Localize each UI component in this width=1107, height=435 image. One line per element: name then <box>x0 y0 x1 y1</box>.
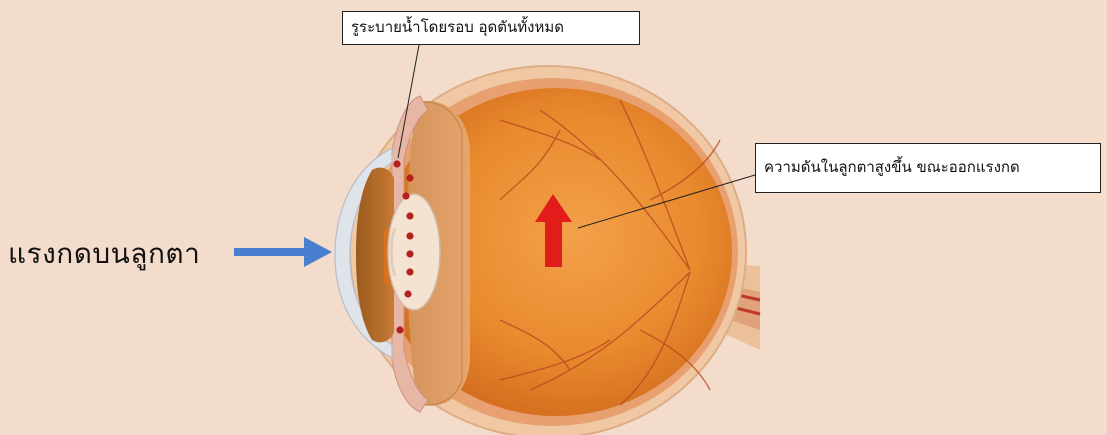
drainage-dot <box>406 232 413 239</box>
pressure-callout: ความดันในลูกตาสูงขึ้น ขณะออกแรงกด <box>755 143 1101 193</box>
pressure-label: ความดันในลูกตาสูงขึ้น ขณะออกแรงกด <box>764 158 1020 176</box>
lens <box>388 194 440 310</box>
drainage-dot <box>402 192 409 199</box>
drainage-dot <box>406 174 413 181</box>
drainage-dot <box>406 212 413 219</box>
drainage-callout: รูระบายน้ำโดยรอบ อุดตันทั้งหมด <box>342 11 640 45</box>
drainage-dot <box>406 268 413 275</box>
force-label: แรงกดบนลูกตา <box>8 232 200 276</box>
drainage-label: รูระบายน้ำโดยรอบ อุดตันทั้งหมด <box>351 18 564 36</box>
drainage-dot <box>406 250 413 257</box>
drainage-dot <box>396 326 403 333</box>
force-arrow <box>234 237 332 267</box>
drainage-dot <box>404 290 411 297</box>
drainage-dot <box>393 160 400 167</box>
